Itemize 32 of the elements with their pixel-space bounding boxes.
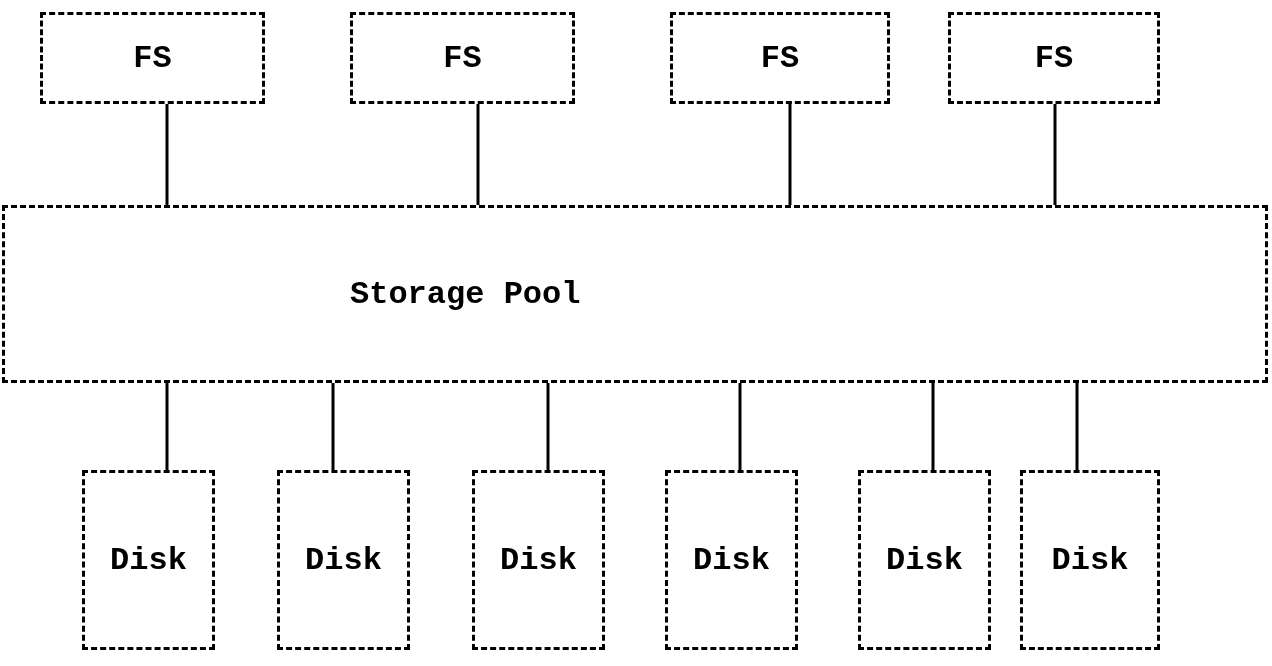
box-label: Disk	[305, 541, 382, 579]
connector-line	[165, 383, 169, 470]
component-box	[665, 470, 798, 650]
connector-line	[931, 383, 935, 470]
connector-line	[1075, 383, 1079, 470]
box-label: Disk	[886, 541, 963, 579]
component-box	[1020, 470, 1160, 650]
box-label: Storage Pool	[350, 275, 581, 313]
box-label: FS	[443, 39, 482, 77]
box-label: FS	[133, 39, 172, 77]
component-box	[350, 12, 575, 104]
connector-line	[331, 383, 335, 470]
box-label: Disk	[110, 541, 187, 579]
connector-line	[738, 383, 742, 470]
pool-box	[2, 205, 1268, 383]
box-label: Disk	[693, 541, 770, 579]
component-box	[670, 12, 890, 104]
connector-line	[165, 104, 169, 205]
box-label: Disk	[1051, 541, 1129, 579]
box-label: FS	[760, 39, 800, 77]
component-box	[40, 12, 265, 104]
component-box	[472, 470, 605, 650]
component-box	[948, 12, 1160, 104]
connector-line	[1053, 104, 1057, 205]
connector-line	[476, 104, 480, 205]
component-box	[858, 470, 991, 650]
component-box	[277, 470, 410, 650]
connector-line	[788, 104, 792, 205]
connector-line	[546, 383, 550, 470]
box-label: Disk	[500, 541, 577, 579]
box-label: FS	[1034, 39, 1074, 77]
component-box	[82, 470, 215, 650]
